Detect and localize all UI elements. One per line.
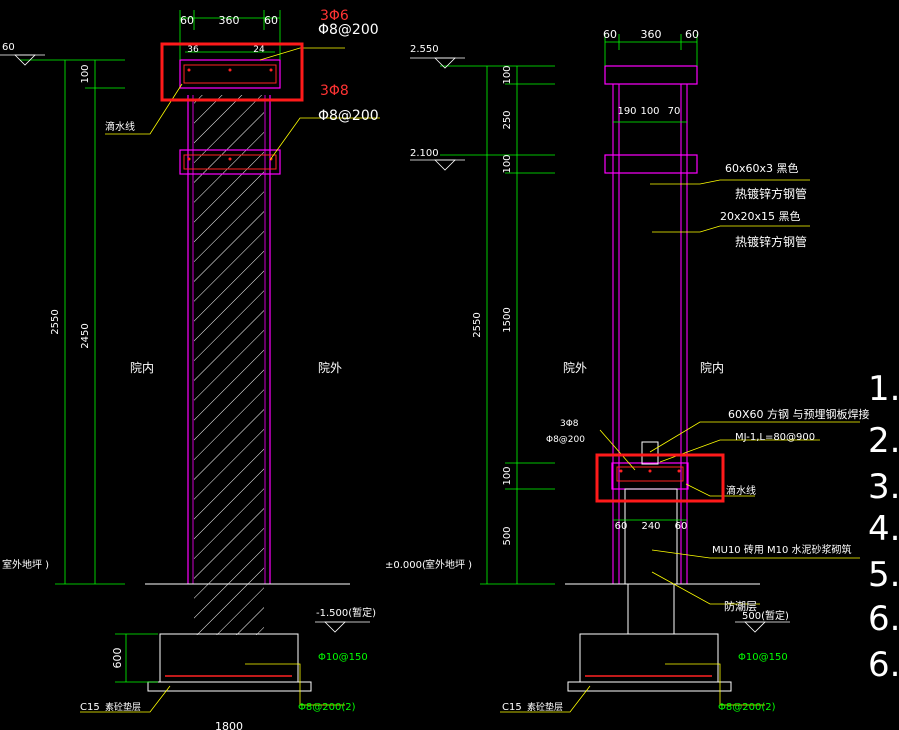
right-vdim-6: 500 xyxy=(502,526,513,545)
right-brick-note: MU10 砖用 M10 水泥砂浆砌筑 xyxy=(712,543,852,556)
right-steel-bracket xyxy=(641,441,659,465)
left-label-c15: C15 xyxy=(80,702,100,713)
left-elev-bottom: -1.500(暂定) xyxy=(316,606,376,619)
right-mid-dim-2: 100 xyxy=(640,106,659,117)
right-top-dim-3: 60 xyxy=(685,28,699,41)
left-label-cushion: 素砼垫层 xyxy=(105,701,141,713)
left-elev-top: 60 xyxy=(2,42,15,53)
left-sub-dim-1: 36 xyxy=(187,45,199,55)
left-section-view: 60 360 60 36 24 60 3Φ6 Φ8@200 3Φ8 Φ8@200… xyxy=(0,8,380,730)
right-tube-1-spec: 60x60x3 黑色 xyxy=(725,161,799,175)
left-label-drip: 滴水线 xyxy=(105,120,135,133)
right-mid-dim-3: 70 xyxy=(668,106,681,117)
right-rebar-main: 3Φ8 xyxy=(560,419,579,429)
note-6: 6. xyxy=(868,599,899,639)
right-embed-note: MJ-1,L=80@900 xyxy=(735,432,815,443)
right-elev-bottom: 500(暂定) xyxy=(742,609,789,622)
right-steel-note: 60X60 方钢 与预埋钢板焊接 xyxy=(728,407,870,421)
left-cushion xyxy=(147,681,312,692)
right-vdim-7: 2550 xyxy=(472,312,483,337)
right-label-outside: 院外 xyxy=(563,361,587,375)
notes-margin: 1. 2. 3. 4. 5. 6. 6. xyxy=(868,369,899,685)
right-label-inside: 院内 xyxy=(700,361,724,375)
right-tube-2-spec: 20x20x15 黑色 xyxy=(720,209,801,223)
highlight-box-right-band xyxy=(595,453,725,503)
left-rebar-top-stirrup: Φ8@200 xyxy=(318,22,379,38)
left-rebar-mid-main: 3Φ8 xyxy=(320,83,349,99)
left-sub-dim-2: 24 xyxy=(253,45,265,55)
note-3: 3. xyxy=(868,467,899,507)
left-vdim-4: 600 xyxy=(111,648,124,669)
note-1: 1. xyxy=(868,369,899,409)
right-tube-1-name: 热镀锌方钢管 xyxy=(735,186,807,201)
left-top-dim-1: 60 xyxy=(180,14,194,27)
left-top-cap-rebar xyxy=(183,64,277,84)
left-top-dim-3: 60 xyxy=(264,14,278,27)
right-mid-band xyxy=(604,154,698,174)
left-column-hatch xyxy=(194,95,264,635)
right-damp-label: 防潮层 xyxy=(724,599,757,613)
right-footing-rebar-1: Φ10@150 xyxy=(738,652,788,663)
left-label-outside: 院外 xyxy=(318,361,342,375)
right-elev-mid: 2.100 xyxy=(410,148,439,159)
note-7: 6. xyxy=(868,645,899,685)
note-4: 4. xyxy=(868,509,899,549)
left-vdim-2: 2550 xyxy=(50,309,61,334)
right-label-c15: C15 xyxy=(502,702,522,713)
left-footing-rebar-1: Φ10@150 xyxy=(318,652,368,663)
right-base-dim-1: 60 xyxy=(615,521,628,532)
right-label-cushion: 素砼垫层 xyxy=(527,701,563,713)
left-vdim-3: 2450 xyxy=(80,323,91,348)
right-rebar-stirrup: Φ8@200 xyxy=(546,435,585,445)
right-post-outline xyxy=(612,84,688,584)
left-mid-band-rebar xyxy=(183,154,277,170)
left-label-inside: 院内 xyxy=(130,361,154,375)
left-bottom-dim: 1800 xyxy=(215,720,243,730)
right-top-dim-1: 60 xyxy=(603,28,617,41)
note-2: 2. xyxy=(868,421,899,461)
left-mid-band xyxy=(179,149,281,175)
left-footing-rebar-2: Φ8@200(2) xyxy=(298,702,356,713)
left-rebar-top-main: 3Φ6 xyxy=(320,8,349,24)
right-top-dim-2: 360 xyxy=(641,28,662,41)
right-base-dim-3: 60 xyxy=(675,521,688,532)
left-rebar-mid-stirrup: Φ8@200 xyxy=(318,108,379,124)
right-elev-top: 2.550 xyxy=(410,44,439,55)
note-5: 5. xyxy=(868,555,899,595)
left-vdim-1: 100 xyxy=(80,64,91,83)
right-elevation-view: 60 360 60 190 100 70 2.550 2.100 60x60x3… xyxy=(385,28,870,713)
left-column-outline xyxy=(187,95,271,584)
right-vdim-2: 250 xyxy=(502,110,513,129)
right-vdim-1: 100 xyxy=(502,65,513,84)
right-label-drip: 滴水线 xyxy=(726,484,756,497)
right-top-cap xyxy=(604,65,698,85)
right-footing-rebar-2: Φ8@200(2) xyxy=(718,702,776,713)
left-column-inner xyxy=(192,95,266,584)
right-vdim-5: 100 xyxy=(502,466,513,485)
right-lower-band-rebar xyxy=(616,466,684,482)
right-vdim-3: 100 xyxy=(502,154,513,173)
left-top-cap xyxy=(179,59,281,89)
right-ground-label: 室外地坪 ) xyxy=(425,558,472,571)
highlight-box-left-cap xyxy=(160,42,304,102)
left-top-dim-2: 360 xyxy=(219,14,240,27)
right-tube-2-name: 热镀锌方钢管 xyxy=(735,234,807,249)
right-ground-elev: ±0.000( xyxy=(385,560,426,571)
right-cushion xyxy=(567,681,732,692)
right-mid-dim-1: 190 xyxy=(617,106,636,117)
right-base-dim-2: 240 xyxy=(641,521,660,532)
right-vdim-4: 1500 xyxy=(502,307,513,332)
left-label-ground: 室外地坪 ) xyxy=(2,558,49,571)
